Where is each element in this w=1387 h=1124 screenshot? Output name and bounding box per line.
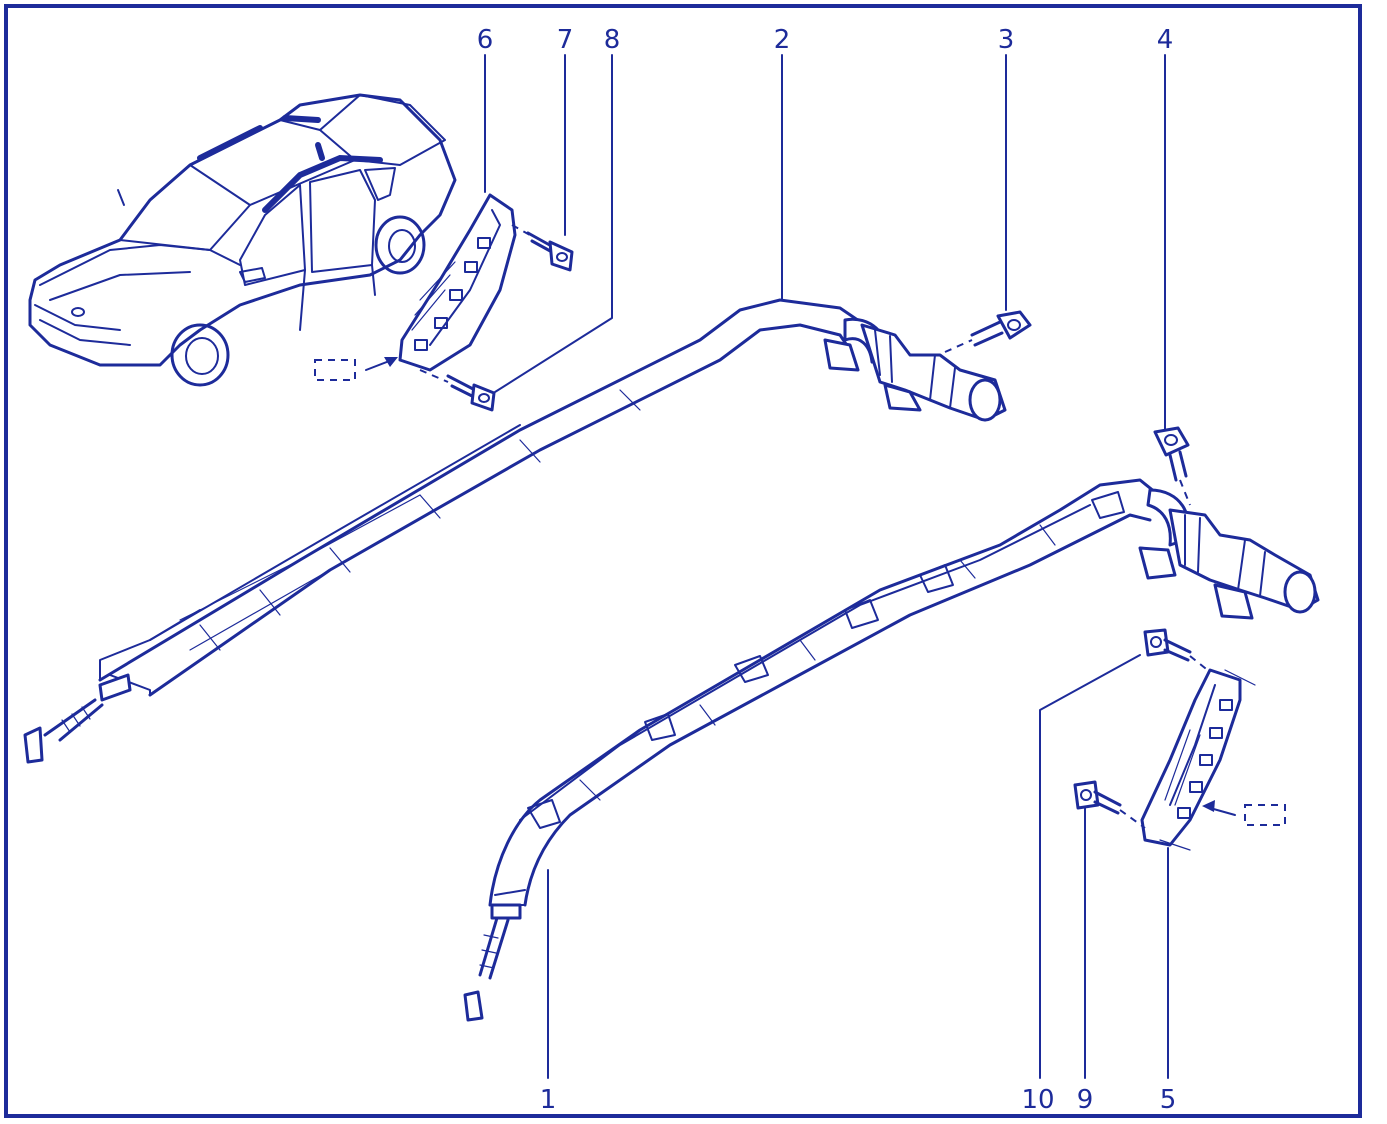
callout-2: 2	[774, 25, 791, 55]
bracket-part-6	[398, 193, 517, 372]
bolt-part-3	[944, 310, 1032, 353]
bolt-part-10	[1143, 628, 1211, 673]
callout-labels: 6 7 8 2 3 4 1 10 9 5	[477, 25, 1177, 1115]
bolt-part-4	[1153, 426, 1191, 506]
callout-5: 5	[1160, 1085, 1177, 1115]
curtain-airbag-upper-part-2	[23, 298, 1007, 764]
callout-6: 6	[477, 25, 494, 55]
callout-7: 7	[557, 25, 574, 55]
bracket-part-5	[1140, 668, 1256, 851]
callout-4: 4	[1157, 25, 1174, 55]
bolt-part-7	[511, 224, 574, 272]
callout-1: 1	[540, 1085, 557, 1115]
callout-8: 8	[604, 25, 621, 55]
leader-lines	[484, 54, 1169, 1079]
reference-box-upper	[314, 357, 398, 381]
bolt-part-9	[1073, 780, 1146, 829]
diagram-frame	[4, 4, 1362, 1118]
car-illustration	[28, 93, 457, 387]
curtain-airbag-lower-part-1	[463, 478, 1320, 1022]
leader-10	[1039, 654, 1141, 1079]
callout-3: 3	[998, 25, 1015, 55]
leader-8	[494, 54, 613, 393]
callout-9: 9	[1077, 1085, 1094, 1115]
bolt-part-8	[419, 369, 496, 412]
reference-box-lower	[1202, 800, 1286, 826]
callout-10: 10	[1021, 1085, 1054, 1115]
